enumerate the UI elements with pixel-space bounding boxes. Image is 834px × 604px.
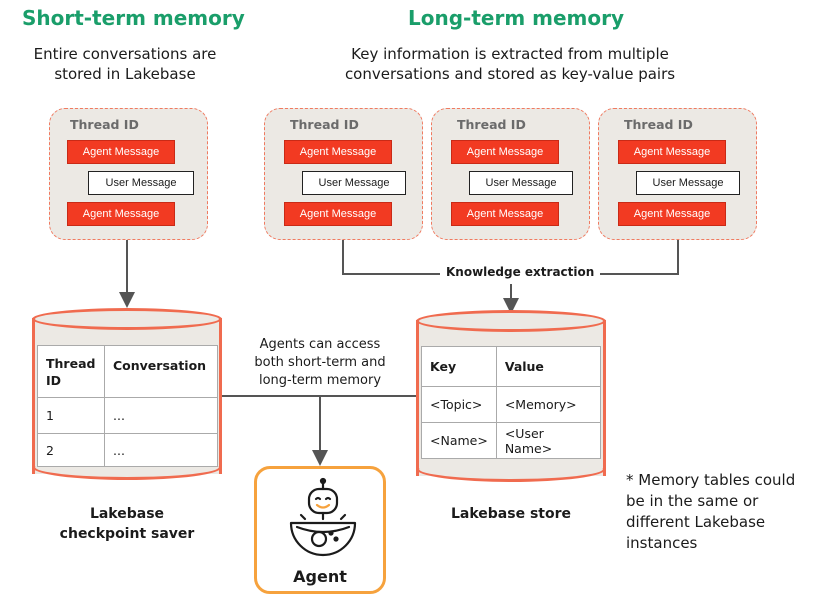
long-term-description: Key information is extracted from multip… bbox=[344, 45, 676, 83]
footnote: * Memory tables could be in the same or … bbox=[626, 471, 796, 552]
thread-id-label: Thread ID bbox=[290, 117, 359, 132]
agent-message: Agent Message bbox=[284, 140, 392, 164]
header-thread-id: Thread ID bbox=[37, 345, 105, 398]
agent-message: Agent Message bbox=[451, 140, 559, 164]
header-key: Key bbox=[421, 346, 497, 387]
table-cell: <Name> bbox=[421, 422, 497, 459]
agent-box: Agent bbox=[254, 466, 386, 594]
table-cell: <Topic> bbox=[421, 386, 497, 423]
checkpoint-saver-label: Lakebase checkpoint saver bbox=[59, 506, 195, 542]
thread-id-label: Thread ID bbox=[70, 117, 139, 132]
header-value: Value bbox=[495, 346, 602, 387]
header-conversation: Conversation bbox=[104, 345, 218, 398]
user-message: User Message bbox=[88, 171, 194, 195]
table-cell: <User Name> bbox=[495, 422, 602, 459]
knowledge-extraction-label: Knowledge extraction bbox=[440, 265, 601, 279]
user-message: User Message bbox=[636, 171, 740, 195]
long-term-title: Long-term memory bbox=[408, 6, 625, 30]
table-cell: 2 bbox=[37, 433, 105, 467]
agent-message: Agent Message bbox=[618, 140, 726, 164]
table-cell: ... bbox=[104, 433, 218, 467]
long-term-thread-box-1: Thread ID Agent Message User Message Age… bbox=[264, 108, 423, 240]
store-label: Lakebase store bbox=[450, 506, 571, 522]
long-term-thread-box-2: Thread ID Agent Message User Message Age… bbox=[431, 108, 590, 240]
agent-message: Agent Message bbox=[451, 202, 559, 226]
access-description: Agents can access both short-term and lo… bbox=[232, 336, 408, 390]
robot-icon bbox=[289, 477, 357, 557]
table-cell: ... bbox=[104, 397, 218, 434]
agent-message: Agent Message bbox=[284, 202, 392, 226]
agent-label: Agent bbox=[293, 567, 347, 586]
table-cell: 1 bbox=[37, 397, 105, 434]
agent-message: Agent Message bbox=[67, 202, 175, 226]
thread-id-label: Thread ID bbox=[457, 117, 526, 132]
user-message: User Message bbox=[469, 171, 573, 195]
agent-message: Agent Message bbox=[67, 140, 175, 164]
short-term-thread-box: Thread ID Agent Message User Message Age… bbox=[49, 108, 208, 240]
short-term-title: Short-term memory bbox=[22, 6, 245, 30]
user-message: User Message bbox=[302, 171, 406, 195]
thread-id-label: Thread ID bbox=[624, 117, 693, 132]
long-term-thread-box-3: Thread ID Agent Message User Message Age… bbox=[598, 108, 757, 240]
checkpoint-table: Thread ID Conversation 1 ... 2 ... bbox=[37, 345, 218, 467]
table-cell: <Memory> bbox=[495, 386, 602, 423]
short-term-description: Entire conversations are stored in Lakeb… bbox=[33, 45, 217, 83]
agent-message: Agent Message bbox=[618, 202, 726, 226]
store-table: Key Value <Topic> <Memory> <Name> <User … bbox=[421, 346, 602, 459]
